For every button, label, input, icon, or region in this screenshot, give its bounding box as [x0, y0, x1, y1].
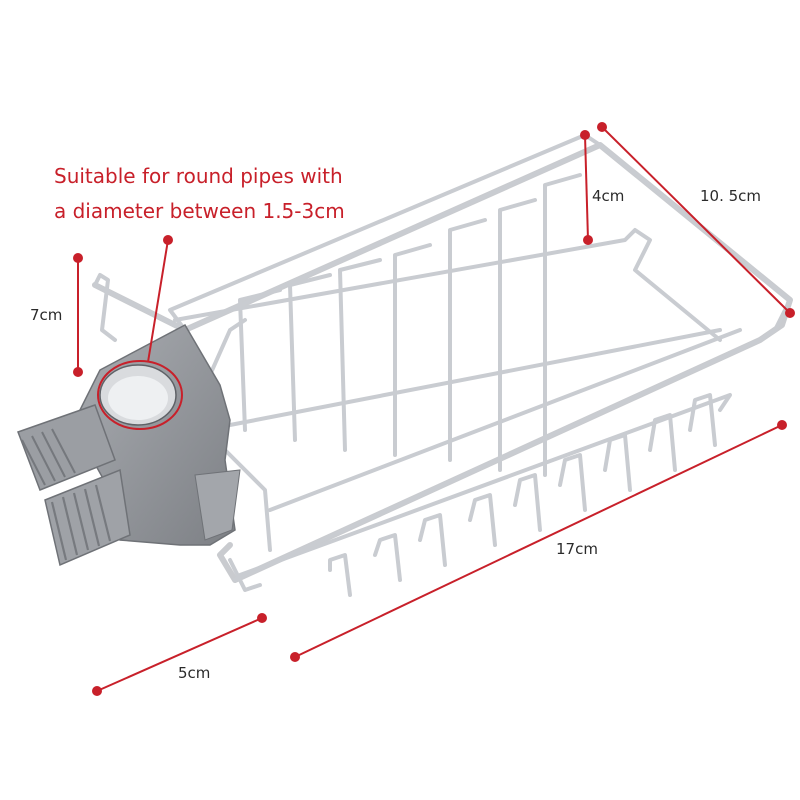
clip-dim-line [96, 617, 263, 692]
length-dim-line [294, 424, 783, 658]
annotations [73, 122, 795, 696]
pipe-diameter-circle [97, 360, 183, 430]
height-dim-label: 7cm [30, 306, 63, 324]
pipe-note-line1: Suitable for round pipes with [54, 164, 343, 188]
depth-dim-label: 4cm [592, 187, 625, 205]
depth-dim-line [584, 134, 589, 241]
pipe-diameter-leader [147, 239, 169, 363]
faucet-clamp [17, 324, 241, 567]
width-dim-label: 10. 5cm [700, 187, 762, 205]
length-dim-label: 17cm [556, 540, 598, 558]
pipe-note-line2: a diameter between 1.5-3cm [54, 199, 345, 223]
clip-dim-label: 5cm [178, 664, 211, 682]
width-dim-line [601, 126, 791, 314]
